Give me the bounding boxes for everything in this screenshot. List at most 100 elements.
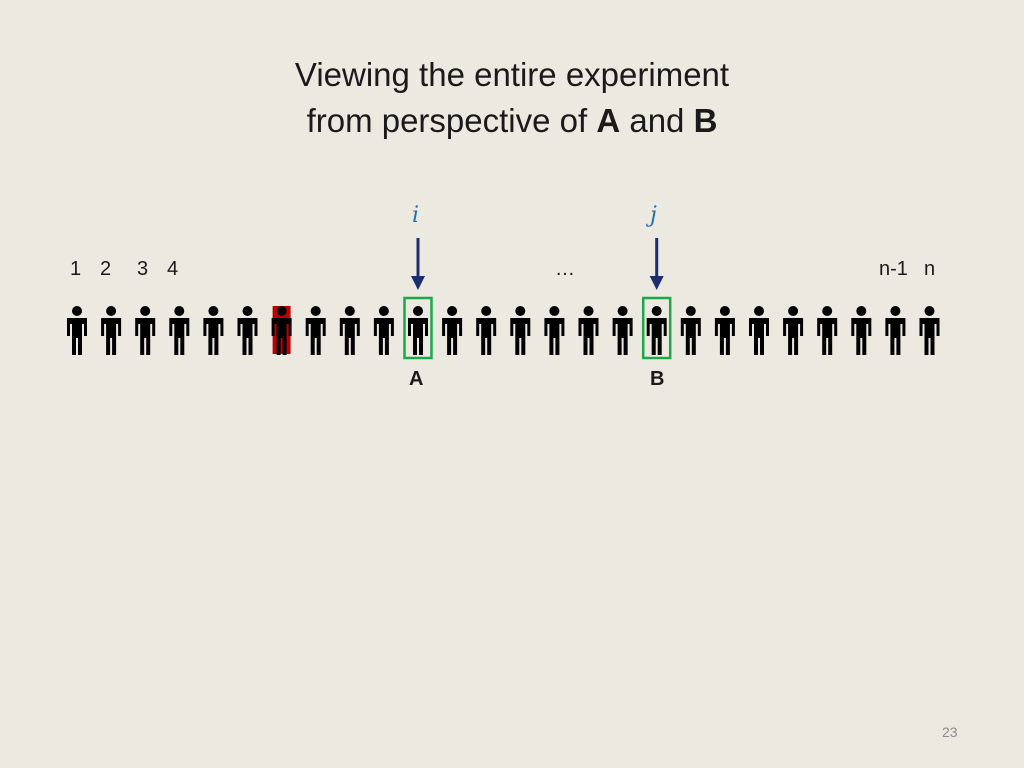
person-figure bbox=[510, 306, 531, 355]
person-head bbox=[549, 306, 560, 316]
person-body bbox=[135, 318, 156, 355]
person-figure bbox=[169, 306, 190, 355]
person-figure bbox=[101, 306, 122, 355]
person-body bbox=[169, 318, 190, 355]
person-body bbox=[67, 318, 87, 355]
person-figure bbox=[237, 306, 258, 355]
person-head bbox=[822, 306, 833, 316]
person-body bbox=[373, 318, 394, 355]
person-figure bbox=[339, 306, 360, 355]
person-head bbox=[890, 306, 901, 316]
number-label-2: 2 bbox=[100, 258, 112, 280]
index-label-j: j bbox=[650, 203, 657, 228]
person-figure bbox=[403, 296, 433, 360]
person-figure bbox=[851, 306, 872, 355]
person-head bbox=[583, 306, 594, 316]
person-body bbox=[237, 318, 258, 355]
person-head bbox=[617, 306, 628, 316]
person-body bbox=[101, 318, 122, 355]
green-selection-box bbox=[403, 296, 433, 360]
person-figure bbox=[885, 306, 906, 355]
person-figure bbox=[578, 306, 599, 355]
person-body bbox=[714, 318, 735, 355]
person-head bbox=[276, 306, 287, 316]
person-head bbox=[651, 306, 662, 316]
person-head bbox=[447, 306, 458, 316]
person-figure bbox=[476, 306, 497, 355]
person-figure bbox=[680, 306, 701, 355]
person-head bbox=[924, 306, 935, 316]
slot-label-b: B bbox=[650, 368, 665, 390]
person-figure bbox=[641, 296, 672, 360]
person-figure bbox=[544, 306, 565, 355]
person-body bbox=[749, 318, 769, 355]
person-head bbox=[685, 306, 696, 316]
person-figure bbox=[442, 306, 463, 355]
person-body bbox=[612, 318, 633, 355]
person-figure bbox=[271, 306, 292, 355]
person-figure bbox=[817, 306, 838, 355]
person-figure bbox=[749, 306, 769, 355]
person-figure bbox=[203, 306, 224, 355]
person-body bbox=[646, 318, 667, 355]
person-head bbox=[856, 306, 867, 316]
person-body bbox=[339, 318, 360, 355]
person-body bbox=[476, 318, 497, 355]
person-head bbox=[719, 306, 730, 316]
person-body bbox=[680, 318, 701, 355]
person-body bbox=[851, 318, 872, 355]
slide-title: Viewing the entire experiment from persp… bbox=[0, 52, 1024, 144]
person-body bbox=[510, 318, 531, 355]
people-row-diagram bbox=[67, 238, 940, 360]
person-body bbox=[578, 318, 599, 355]
number-label-3: 3 bbox=[137, 258, 149, 280]
person-figure bbox=[305, 306, 326, 355]
person-head bbox=[788, 306, 799, 316]
person-figure bbox=[67, 306, 87, 355]
person-body bbox=[919, 318, 940, 355]
person-body bbox=[305, 318, 326, 355]
person-body bbox=[885, 318, 906, 355]
person-head bbox=[378, 306, 389, 316]
person-figure bbox=[714, 306, 735, 355]
person-figure bbox=[783, 306, 804, 355]
person-head bbox=[140, 306, 151, 316]
person-figure bbox=[373, 306, 394, 355]
person-head bbox=[208, 306, 219, 316]
person-head bbox=[72, 306, 82, 316]
green-selection-box bbox=[641, 296, 672, 360]
person-head bbox=[754, 306, 764, 316]
slot-label-a: A bbox=[409, 368, 424, 390]
person-head bbox=[242, 306, 253, 316]
person-figure bbox=[612, 306, 633, 355]
arrow-j bbox=[649, 238, 664, 290]
page-number: 23 bbox=[942, 724, 958, 740]
title-b: B bbox=[693, 102, 718, 139]
person-body bbox=[442, 318, 463, 355]
ellipsis-label: … bbox=[555, 258, 575, 280]
person-head bbox=[515, 306, 526, 316]
person-body bbox=[817, 318, 838, 355]
person-body bbox=[783, 318, 804, 355]
person-head bbox=[310, 306, 321, 316]
person-body bbox=[271, 318, 292, 355]
person-head bbox=[174, 306, 185, 316]
number-label-4: 4 bbox=[167, 258, 179, 280]
person-body bbox=[544, 318, 565, 355]
number-label-1: 1 bbox=[70, 258, 82, 280]
arrow-i bbox=[411, 238, 425, 290]
person-head bbox=[344, 306, 355, 316]
person-head bbox=[413, 306, 423, 316]
number-label-n: n bbox=[924, 258, 936, 280]
title-line-1: Viewing the entire experiment bbox=[294, 56, 730, 93]
person-body bbox=[408, 318, 428, 355]
person-head bbox=[481, 306, 492, 316]
person-figure bbox=[135, 306, 156, 355]
title-line-2: from perspective of A and B bbox=[306, 102, 718, 139]
person-body bbox=[203, 318, 224, 355]
title-a: A bbox=[596, 102, 621, 139]
number-label-n-minus-1: n-1 bbox=[879, 258, 908, 280]
index-label-i: i bbox=[412, 203, 420, 228]
person-head bbox=[106, 306, 117, 316]
person-figure bbox=[919, 306, 940, 355]
